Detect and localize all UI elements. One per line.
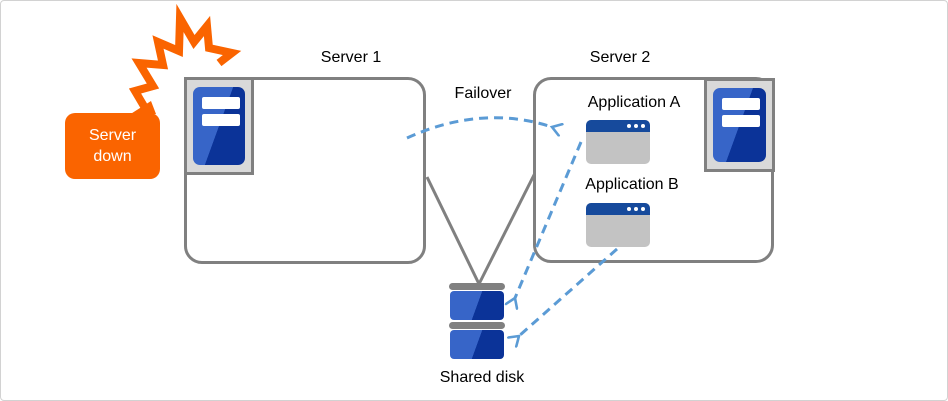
server2-title: Server 2 — [589, 49, 651, 66]
server-down-line1: Server — [88, 127, 137, 144]
shared-disk-label: Shared disk — [439, 369, 525, 386]
disk-cap — [449, 283, 505, 290]
server-icon-body — [193, 87, 245, 165]
server2-disk-line — [477, 172, 537, 285]
window-buttons-icon — [627, 207, 645, 211]
server2-server-icon — [704, 78, 775, 172]
application-b-window-icon — [586, 203, 650, 247]
failover-label: Failover — [454, 85, 512, 102]
application-b-label: Application B — [585, 176, 679, 193]
disk-platter — [450, 291, 504, 320]
server-slot — [202, 97, 240, 109]
server-down-line2: down — [93, 148, 132, 165]
window-titlebar — [586, 203, 650, 215]
server-icon-body — [713, 88, 766, 162]
server1-title: Server 1 — [320, 49, 382, 66]
disk-cap — [449, 322, 505, 329]
window-titlebar — [586, 120, 650, 132]
server1-server-icon — [184, 77, 254, 175]
server-slot — [722, 98, 760, 110]
disk-platter — [450, 330, 504, 359]
server-slot — [202, 114, 240, 126]
shared-disk-icon — [449, 283, 505, 361]
server1-disk-line — [425, 176, 481, 285]
window-buttons-icon — [627, 124, 645, 128]
server-down-badge: Server down — [65, 113, 160, 179]
application-a-label: Application A — [587, 94, 681, 111]
application-a-window-icon — [586, 120, 650, 164]
server-slot — [722, 115, 760, 127]
